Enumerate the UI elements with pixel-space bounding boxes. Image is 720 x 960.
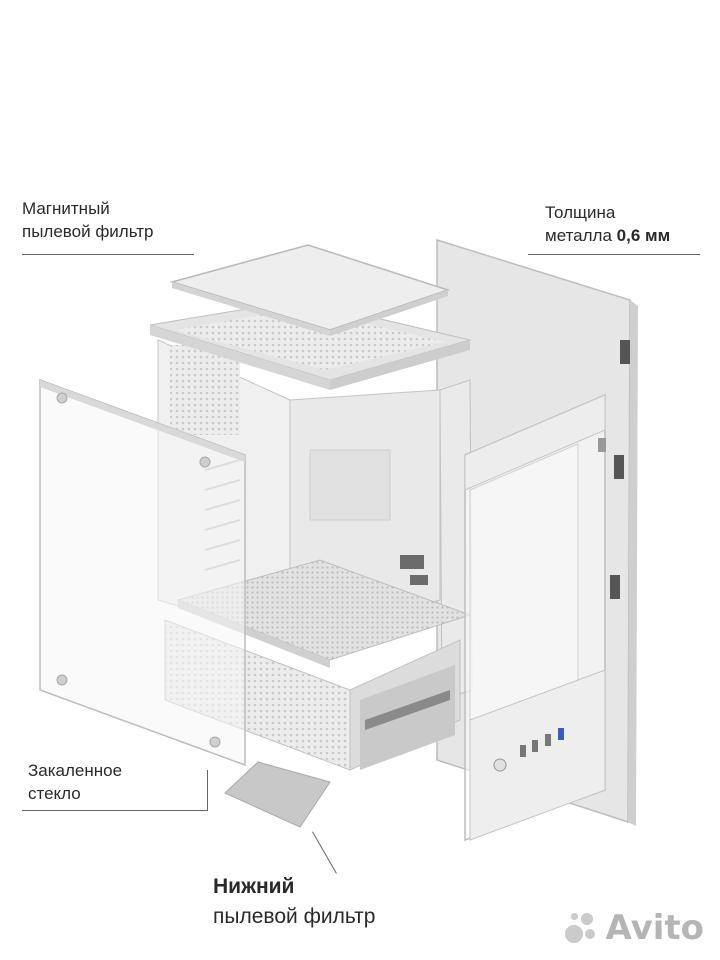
avito-watermark-text: Avito — [605, 908, 704, 948]
annotation-metal-line1: Толщина — [545, 203, 616, 222]
annotation-top-filter: Магнитный пылевой фильтр — [22, 198, 153, 244]
annotation-metal-thickness: Толщина металла 0,6 мм — [545, 202, 670, 248]
annotation-bottom-filter-line2: пылевой фильтр — [213, 905, 376, 929]
annotation-bottom-filter-line1: Нижний — [213, 872, 375, 902]
annotation-top-filter-line2: пылевой фильтр — [22, 221, 154, 241]
avito-watermark: Avito — [565, 908, 704, 948]
front-panel — [464, 393, 606, 842]
top-dust-filter — [169, 244, 451, 336]
annotation-metal-underline — [528, 254, 700, 255]
annotation-top-filter-line1: Магнитный — [22, 199, 110, 218]
annotation-glass-underline — [22, 810, 208, 811]
annotation-glass: Закаленное стекло — [28, 760, 122, 806]
avito-logo-icon — [565, 911, 599, 945]
annotation-metal-line2: металла 0,6 мм — [545, 225, 670, 248]
annotation-glass-leader — [207, 770, 208, 811]
annotation-glass-line1: Закаленное — [28, 761, 123, 780]
annotation-glass-line2: стекло — [28, 783, 81, 803]
annotation-bottom-filter: Нижний пылевой фильтр — [213, 872, 375, 933]
annotation-top-filter-underline — [22, 254, 194, 255]
annotation-metal-value: 0,6 мм — [616, 225, 671, 245]
tempered-glass-panel — [39, 378, 246, 767]
bottom-dust-filter — [224, 761, 331, 828]
annotation-bottom-filter-title: Нижний — [213, 875, 295, 898]
annotation-metal-prefix: металла — [545, 225, 617, 245]
